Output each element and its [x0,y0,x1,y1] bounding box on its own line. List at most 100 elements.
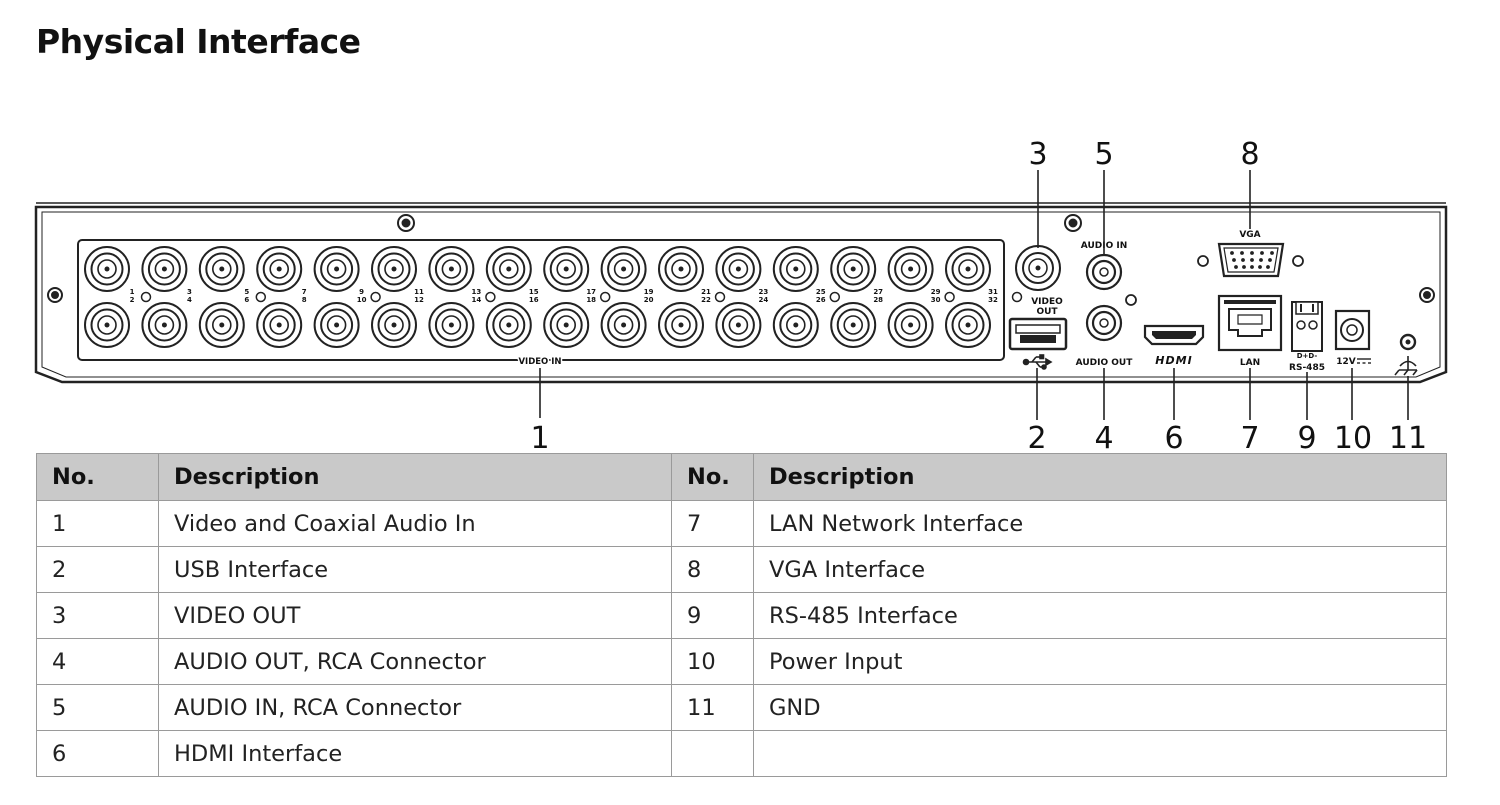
audio-out-port [1085,304,1123,342]
table-row: 2 USB Interface 8 VGA Interface [36,546,1447,593]
bnc-connector [543,302,590,348]
vga-pin [1250,258,1254,262]
vga-pin [1242,265,1246,269]
callout-7: 7 [1240,421,1259,455]
bnc-connector [600,246,647,292]
vga-port [1217,242,1285,278]
bnc-connector [428,302,475,348]
power-port [1334,309,1371,351]
vga-label: VGA [1239,230,1260,240]
dc-symbol-icon [1357,358,1371,364]
callout-3: 3 [1028,137,1047,172]
interface-table: No. Description No. Description 1 Video … [36,453,1447,777]
table-cell-no: 8 [671,546,754,593]
vga-pin [1250,265,1254,269]
table-cell-description: USB Interface [158,546,672,593]
table-cell-no: 11 [671,684,754,731]
power-label: 12V [1336,357,1356,367]
bnc-connector [715,246,762,292]
vga-pin [1241,258,1245,262]
column-header-no: No. [671,453,754,501]
bnc-connector [84,302,130,348]
callout-numbers: 3 5 8 1 2 4 6 7 9 10 11 [530,137,1427,455]
screw-hole-top-right [1064,214,1082,232]
callout-10: 10 [1334,421,1372,455]
bnc-connector [543,246,590,292]
bnc-connector [485,246,532,292]
vga-pin [1258,265,1262,269]
chassis [34,202,1448,384]
vga-pin [1240,251,1244,255]
table-row: 1 Video and Coaxial Audio In 7 LAN Netwo… [36,500,1447,547]
callout-9: 9 [1297,421,1316,455]
bnc-connector [198,246,245,292]
callout-5: 5 [1094,137,1113,172]
table-row: 3 VIDEO OUT 9 RS-485 Interface [36,592,1447,639]
table-cell-description: RS-485 Interface [753,592,1447,639]
screw-hole-right [1419,287,1435,303]
table-cell-description: Video and Coaxial Audio In [158,500,672,547]
channel-indicator [714,291,726,303]
vga-pin [1268,258,1272,262]
callout-11: 11 [1389,421,1427,455]
table-header-row: No. Description No. Description [36,453,1447,501]
bnc-connector [256,302,303,348]
table-cell-no: 6 [36,730,159,777]
bnc-connector [658,246,704,292]
table-cell-no: 10 [671,638,754,685]
callout-1: 1 [530,421,549,455]
vga-pin [1260,251,1264,255]
vga-screw-right [1292,255,1304,267]
audio-out-label: AUDIO OUT [1076,358,1134,368]
video-in-bank [77,239,1005,361]
channel-indicator [370,291,381,303]
bnc-connector [428,246,475,292]
video-in-label: VIDEO IN [518,357,561,367]
bnc-connector [945,246,991,292]
bnc-connector [141,246,188,292]
table-row: 5 AUDIO IN, RCA Connector 11 GND [36,684,1447,731]
bnc-connector [658,302,704,348]
table-cell-no: 9 [671,592,754,639]
bnc-connector [887,246,934,292]
audio-in-port [1085,253,1123,291]
callout-6: 6 [1164,421,1183,455]
bnc-connector [141,302,188,348]
bnc-connector [600,302,647,348]
bnc-connector [198,302,245,348]
table-cell-description: HDMI Interface [158,730,672,777]
ground-symbol-icon [1394,356,1418,376]
column-header-no: No. [36,453,159,501]
table-cell-description: AUDIO OUT, RCA Connector [158,638,672,685]
bnc-connector [84,246,130,292]
bnc-connector [256,246,303,292]
vga-pin [1270,251,1274,255]
table-cell-no [671,730,754,777]
vga-pin [1266,265,1270,269]
callout-4: 4 [1094,421,1113,455]
gnd-terminal [1399,333,1417,351]
table-row: 4 AUDIO OUT, RCA Connector 10 Power Inpu… [36,638,1447,685]
table-cell-description: GND [753,684,1447,731]
callout-leaders [539,170,1409,420]
bnc-connector [772,302,819,348]
channel-indicator [944,291,955,303]
